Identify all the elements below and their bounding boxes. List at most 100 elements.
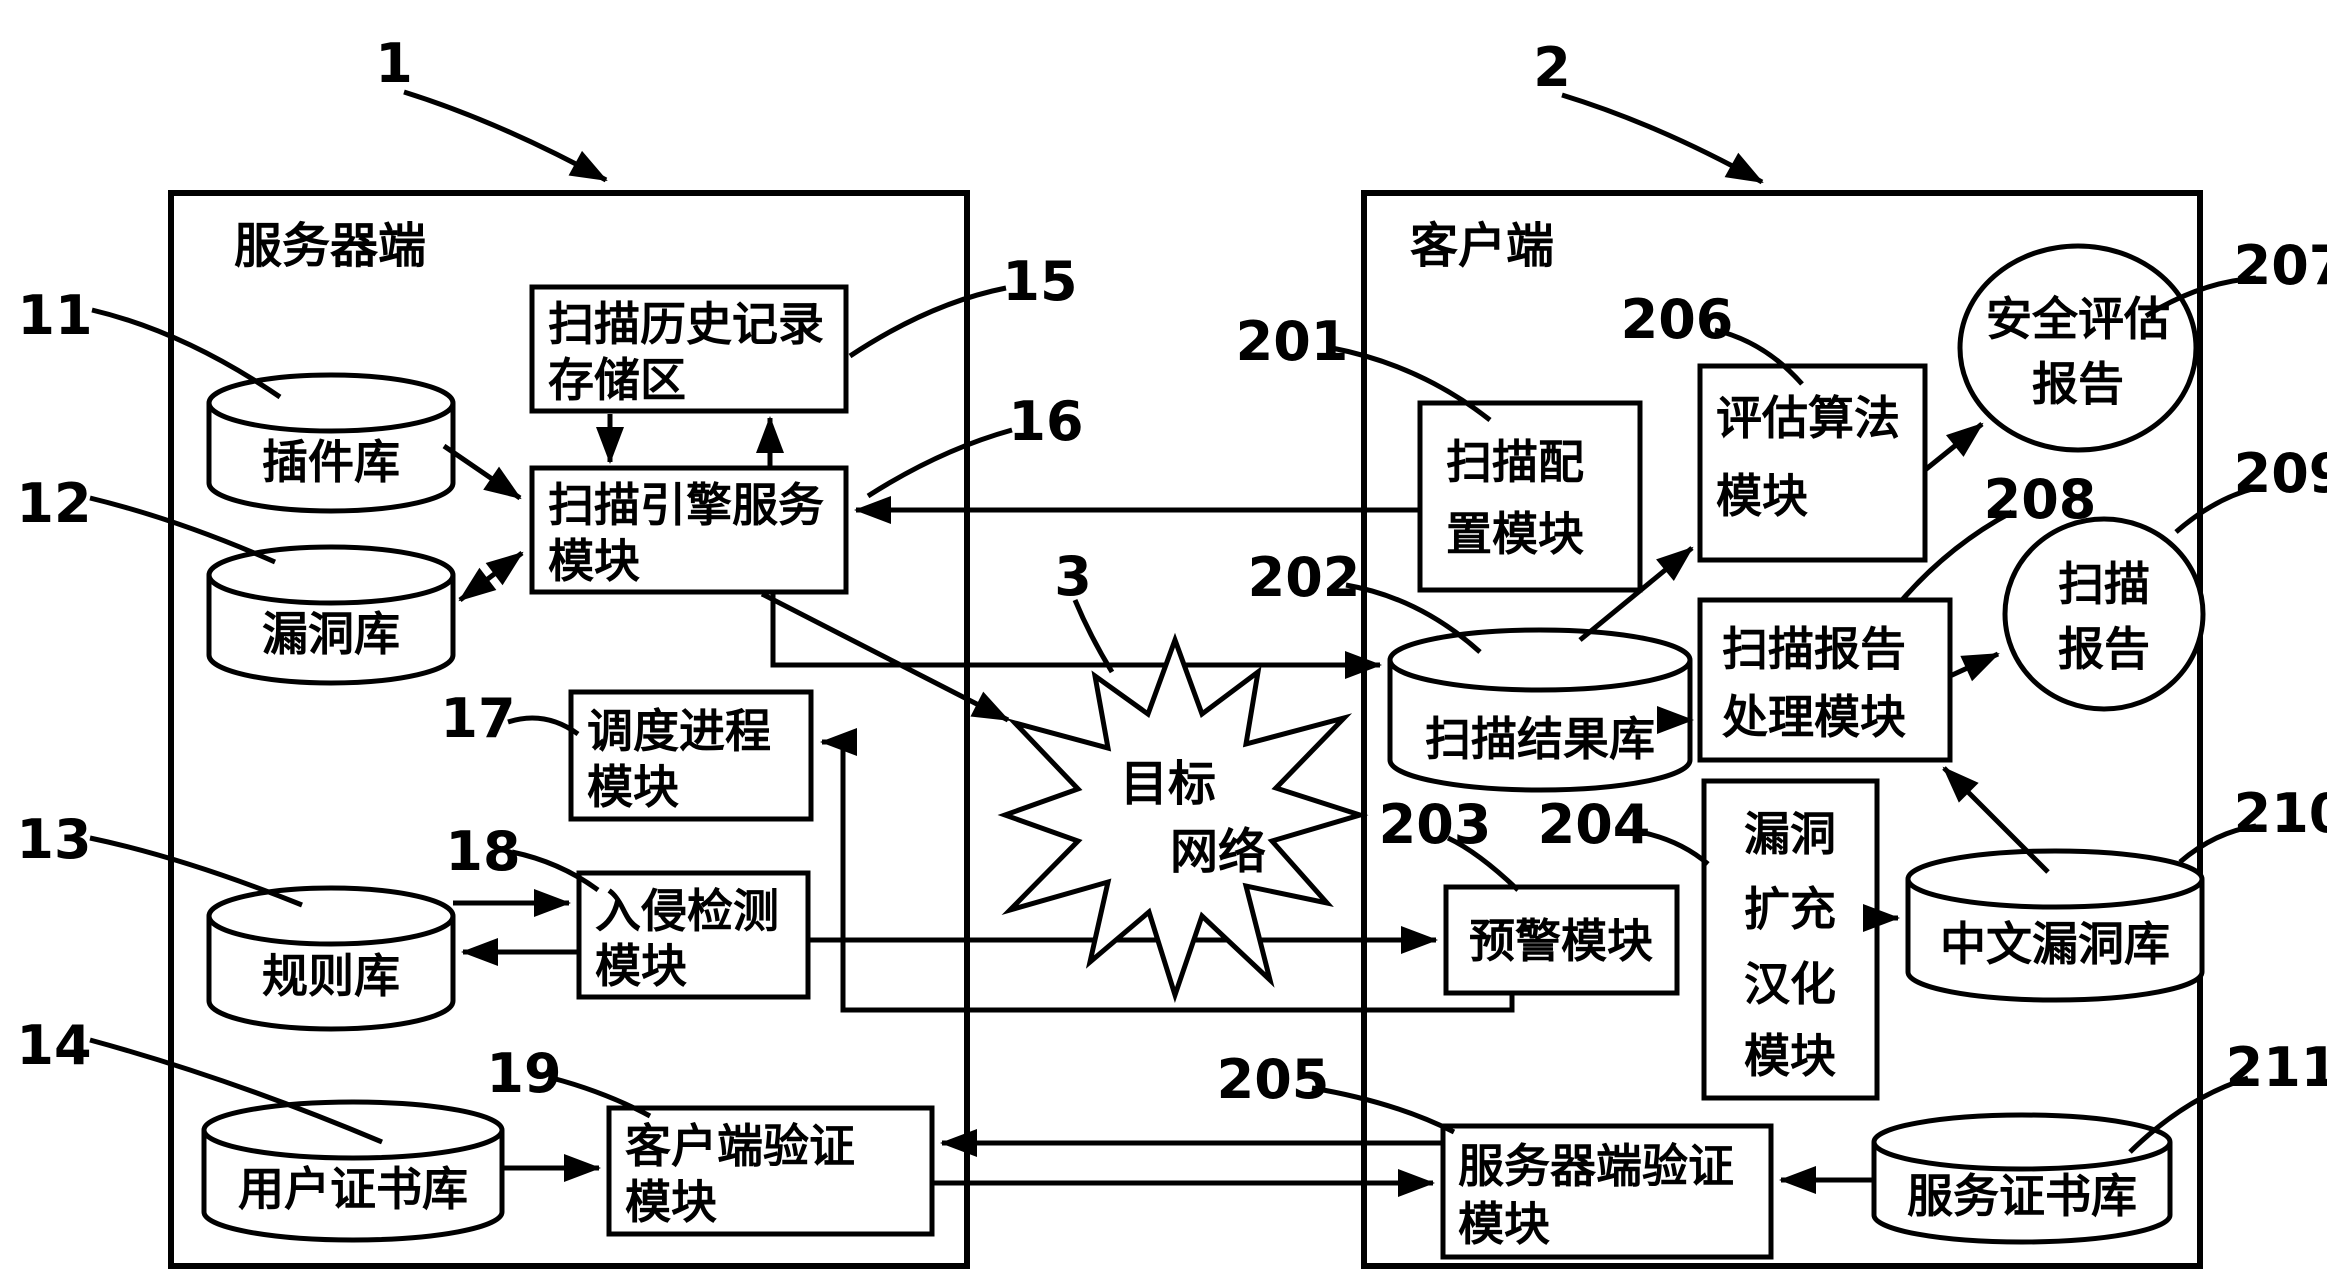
- vuln-expand-line2: 扩充: [1744, 882, 1836, 936]
- leader-ref-15: [848, 285, 1007, 359]
- ref-label-12: 12: [16, 472, 91, 535]
- intrusion-line1: 入侵检测: [595, 884, 779, 938]
- cylinder-body: [1387, 660, 1693, 793]
- target-network-label-line2: 网络: [1170, 824, 1266, 880]
- box: [576, 870, 811, 1000]
- box-scan-config: 扫描配 置模块: [1417, 400, 1643, 593]
- box-client-verify: 客户端验证 模块: [606, 1105, 935, 1237]
- report-proc-line1: 扫描报告: [1722, 622, 1906, 676]
- leader-ref-13: [89, 835, 303, 908]
- leader-ref-204: [1639, 829, 1710, 866]
- ref-label-15: 15: [1002, 250, 1077, 313]
- cylinder-scan-result-db: 扫描结果库: [1387, 627, 1693, 793]
- starburst-target-network: 目标 网络: [997, 632, 1369, 1004]
- scheduler-line2: 模块: [587, 760, 679, 814]
- leader-ref-17: [507, 715, 580, 737]
- scan-engine-line2: 模块: [548, 534, 640, 588]
- leader-ref-19: [551, 1075, 652, 1119]
- ref-label-205: 205: [1217, 1048, 1330, 1111]
- leader-ref-210: [2178, 823, 2257, 864]
- leader-ref-205: [1311, 1085, 1456, 1135]
- ref-label-17: 17: [440, 687, 515, 750]
- box-report-proc: 扫描报告 处理模块: [1697, 597, 1953, 763]
- leader-ref-14: [89, 1037, 383, 1145]
- box: [1443, 884, 1680, 996]
- ref-label-207: 207: [2234, 234, 2327, 297]
- ref-label-2: 2: [1533, 36, 1571, 99]
- starburst-shape: [997, 632, 1369, 1004]
- arrow-cn-vuln-db-to-report-proc: [1942, 766, 2050, 874]
- scan-config-line2: 置模块: [1446, 507, 1584, 561]
- cylinder-top: [206, 544, 456, 606]
- rule-db-label: 规则库: [262, 949, 400, 1003]
- box-alert: 预警模块: [1443, 884, 1680, 996]
- cylinder-body: [206, 403, 456, 514]
- cylinder-user-cert-db: 用户证书库: [201, 1099, 505, 1243]
- ellipse: [1957, 243, 2199, 453]
- box: [1440, 1123, 1774, 1260]
- scan-engine-line1: 扫描引擎服务: [548, 478, 824, 532]
- ref-label-203: 203: [1379, 793, 1492, 856]
- cylinder-top: [1871, 1112, 2173, 1172]
- ref-label-18: 18: [445, 820, 520, 883]
- plugin-db-label: 插件库: [262, 435, 400, 489]
- ref-label-19: 19: [486, 1042, 561, 1105]
- scan-report-line2: 报告: [2058, 622, 2150, 676]
- eval-algo-line1: 评估算法: [1716, 391, 1900, 445]
- box-server-verify: 服务器端验证 模块: [1440, 1123, 1774, 1260]
- scan-result-db-label: 扫描结果库: [1425, 712, 1655, 766]
- ellipse-scan-report: 扫描 报告: [2002, 516, 2206, 712]
- server-verify-line2: 模块: [1458, 1197, 1550, 1251]
- ref-label-14: 14: [16, 1014, 91, 1077]
- intrusion-line2: 模块: [595, 939, 687, 993]
- leader-ref-1: [403, 89, 608, 183]
- alert-label: 预警模块: [1469, 914, 1653, 968]
- cylinder-vuln-db: 漏洞库: [206, 544, 456, 686]
- box: [529, 284, 849, 414]
- arrow-report-proc-to-scan-report: [1948, 651, 2000, 682]
- leader-ref-11: [91, 307, 282, 400]
- cylinder-body: [1905, 879, 2205, 1003]
- arrow-eval-algo-to-security-report: [1923, 422, 1984, 472]
- client-boundary-box: [1361, 190, 2203, 1269]
- server-cert-db-label: 服务证书库: [1907, 1169, 2137, 1223]
- box: [1417, 400, 1643, 593]
- server-verify-line1: 服务器端验证: [1458, 1139, 1734, 1193]
- cylinder-plugin-db: 插件库: [206, 372, 456, 514]
- cn-vuln-db-label: 中文漏洞库: [1940, 917, 2170, 971]
- box: [1697, 597, 1953, 763]
- cylinder-top: [1905, 848, 2205, 910]
- ref-label-16: 16: [1008, 390, 1083, 453]
- ellipse-security-report: 安全评估 报告: [1957, 243, 2199, 453]
- vuln-db-label: 漏洞库: [262, 607, 400, 661]
- ref-label-1: 1: [375, 32, 413, 95]
- leader-ref-18: [511, 849, 600, 893]
- vuln-expand-line1: 漏洞: [1744, 807, 1836, 861]
- box: [1701, 778, 1880, 1101]
- cylinder-cn-vuln-db: 中文漏洞库: [1905, 848, 2205, 1003]
- ref-label-210: 210: [2234, 782, 2327, 845]
- security-report-line2: 报告: [2032, 357, 2124, 411]
- ref-label-208: 208: [1984, 468, 2097, 531]
- leader-ref-203: [1446, 835, 1520, 892]
- cylinder-rule-db: 规则库: [206, 885, 456, 1032]
- leader-ref-207: [2144, 275, 2257, 319]
- arrow-alert-to-scheduler: [820, 728, 1515, 1013]
- leader-ref-202: [1345, 582, 1482, 654]
- ref-label-201: 201: [1236, 310, 1349, 373]
- server-section-label: 服务器端: [234, 218, 426, 274]
- box-scan-history: 扫描历史记录 存储区: [529, 284, 849, 414]
- ref-label-202: 202: [1248, 546, 1361, 609]
- vuln-expand-line4: 模块: [1744, 1029, 1836, 1083]
- box-scan-engine: 扫描引擎服务 模块: [529, 465, 849, 595]
- eval-algo-line2: 模块: [1716, 469, 1808, 523]
- ref-label-204: 204: [1538, 793, 1651, 856]
- client-section-label: 客户端: [1410, 218, 1554, 274]
- cylinder-top: [1387, 627, 1693, 693]
- user-cert-db-label: 用户证书库: [238, 1162, 468, 1216]
- leader-ref-206: [1714, 327, 1804, 386]
- arrow-engine-to-network: [760, 591, 1010, 723]
- ellipse: [2002, 516, 2206, 712]
- ref-label-206: 206: [1621, 288, 1734, 351]
